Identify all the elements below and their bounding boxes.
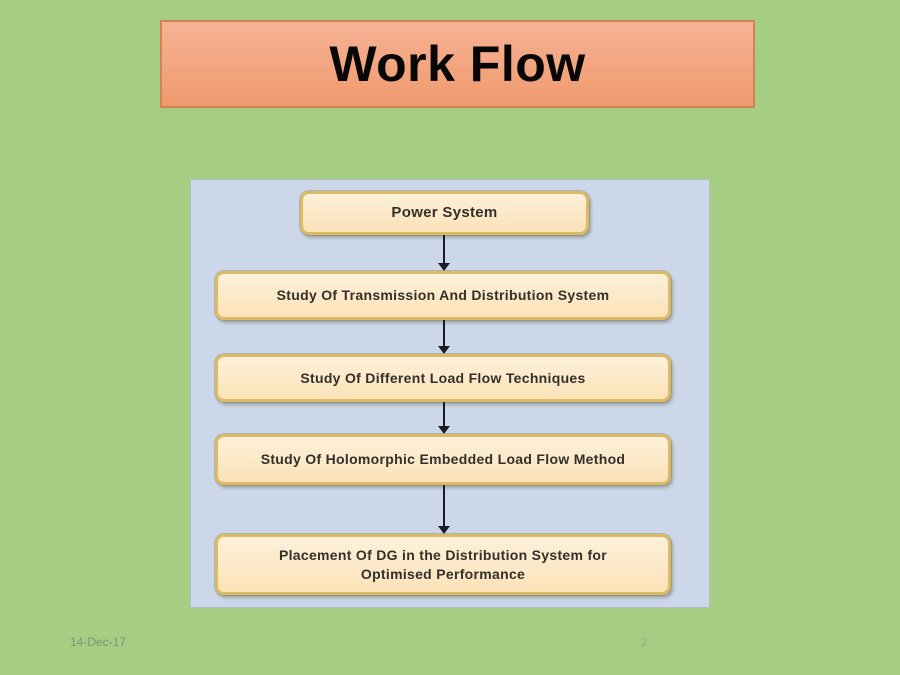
flow-node-label: Study Of Transmission And Distribution S… [276, 287, 610, 304]
flow-node-transmission-distribution: Study Of Transmission And Distribution S… [215, 271, 671, 320]
arrow-head-icon [438, 346, 450, 354]
arrow-line [443, 402, 445, 426]
flow-node-power-system: Power System [300, 191, 589, 235]
slide-number: 2 [641, 635, 648, 649]
arrow-down-connector [437, 485, 451, 534]
flowchart-panel: Power System Study Of Transmission And D… [190, 179, 710, 608]
flow-node-label: Study Of Different Load Flow Techniques [300, 369, 586, 386]
slide-title: Work Flow [329, 36, 586, 92]
arrow-line [443, 485, 445, 526]
title-banner: Work Flow [160, 20, 755, 108]
arrow-line [443, 235, 445, 263]
arrow-head-icon [438, 426, 450, 434]
arrow-down-connector [437, 235, 451, 271]
slide-date: 14-Dec-17 [70, 635, 127, 649]
flow-node-label: Study Of Holomorphic Embedded Load Flow … [260, 451, 626, 468]
arrow-head-icon [438, 526, 450, 534]
arrow-down-connector [437, 320, 451, 354]
arrow-head-icon [438, 263, 450, 271]
flow-node-label: Power System [391, 203, 498, 221]
flow-node-load-flow-techniques: Study Of Different Load Flow Techniques [215, 354, 671, 402]
flow-node-dg-placement: Placement Of DG in the Distribution Syst… [215, 534, 671, 595]
flow-node-label: Placement Of DG in the Distribution Syst… [278, 546, 608, 582]
arrow-line [443, 320, 445, 346]
arrow-down-connector [437, 402, 451, 434]
flow-node-holomorphic-embedded: Study Of Holomorphic Embedded Load Flow … [215, 434, 671, 485]
